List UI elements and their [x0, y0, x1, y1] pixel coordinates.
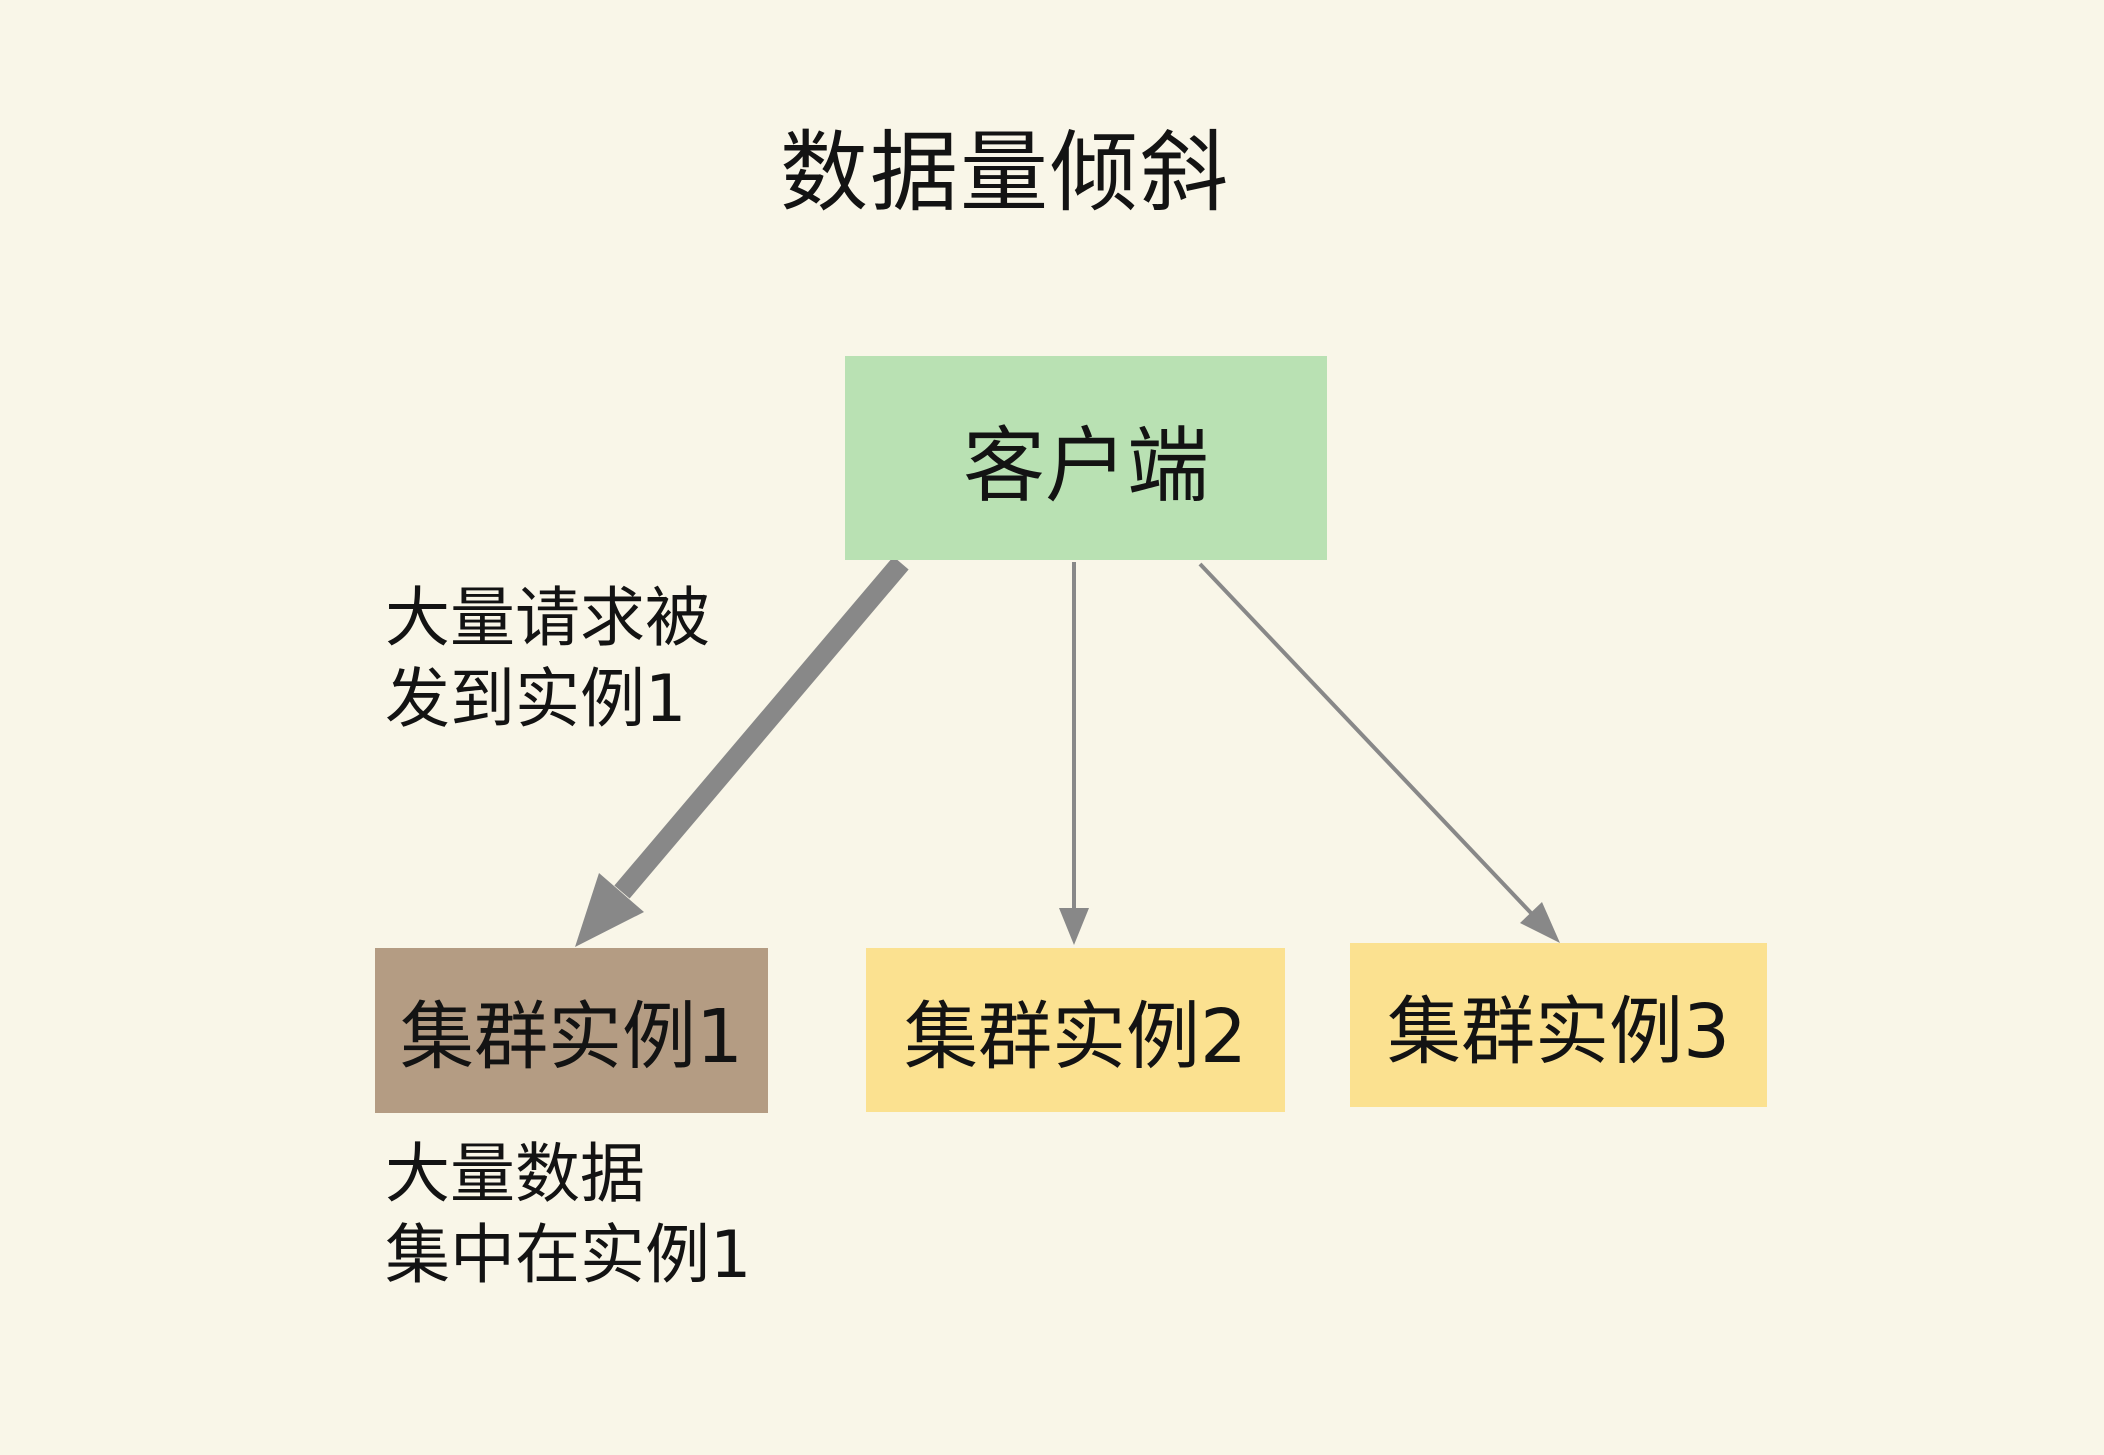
- client-node: 客户端: [845, 356, 1327, 560]
- annotation-requests-line1: 大量请求被: [385, 581, 711, 656]
- diagram-title: 数据量倾斜: [779, 121, 1231, 224]
- cluster-instance2-label: 集群实例2: [903, 993, 1248, 1080]
- cluster-instance1-label: 集群实例1: [399, 994, 744, 1080]
- arrow-client-to-instance2: [1059, 562, 1089, 945]
- arrow-client-to-instance3: [1198, 562, 1560, 943]
- arrow-client-to-instance1-head-icon: [575, 873, 644, 947]
- arrow-client-to-instance2-head-icon: [1059, 908, 1089, 945]
- arrow-client-to-instance3-head-icon: [1520, 902, 1560, 943]
- annotation-requests-to-instance1: 大量请求被 发到实例1: [385, 578, 710, 740]
- arrow-client-to-instance3-shaft: [1198, 562, 1533, 915]
- cluster-instance1-node: 集群实例1: [375, 948, 768, 1113]
- client-node-label: 客户端: [962, 418, 1209, 514]
- annotation-data-line1: 大量数据: [385, 1137, 646, 1212]
- cluster-instance3-label: 集群实例3: [1386, 988, 1731, 1075]
- annotation-data-on-instance1: 大量数据 集中在实例1: [385, 1134, 751, 1296]
- annotation-data-line2: 集中在实例1: [385, 1218, 752, 1293]
- cluster-instance3-node: 集群实例3: [1350, 943, 1767, 1107]
- cluster-instance2-node: 集群实例2: [866, 948, 1285, 1112]
- annotation-requests-line2: 发到实例1: [385, 662, 687, 737]
